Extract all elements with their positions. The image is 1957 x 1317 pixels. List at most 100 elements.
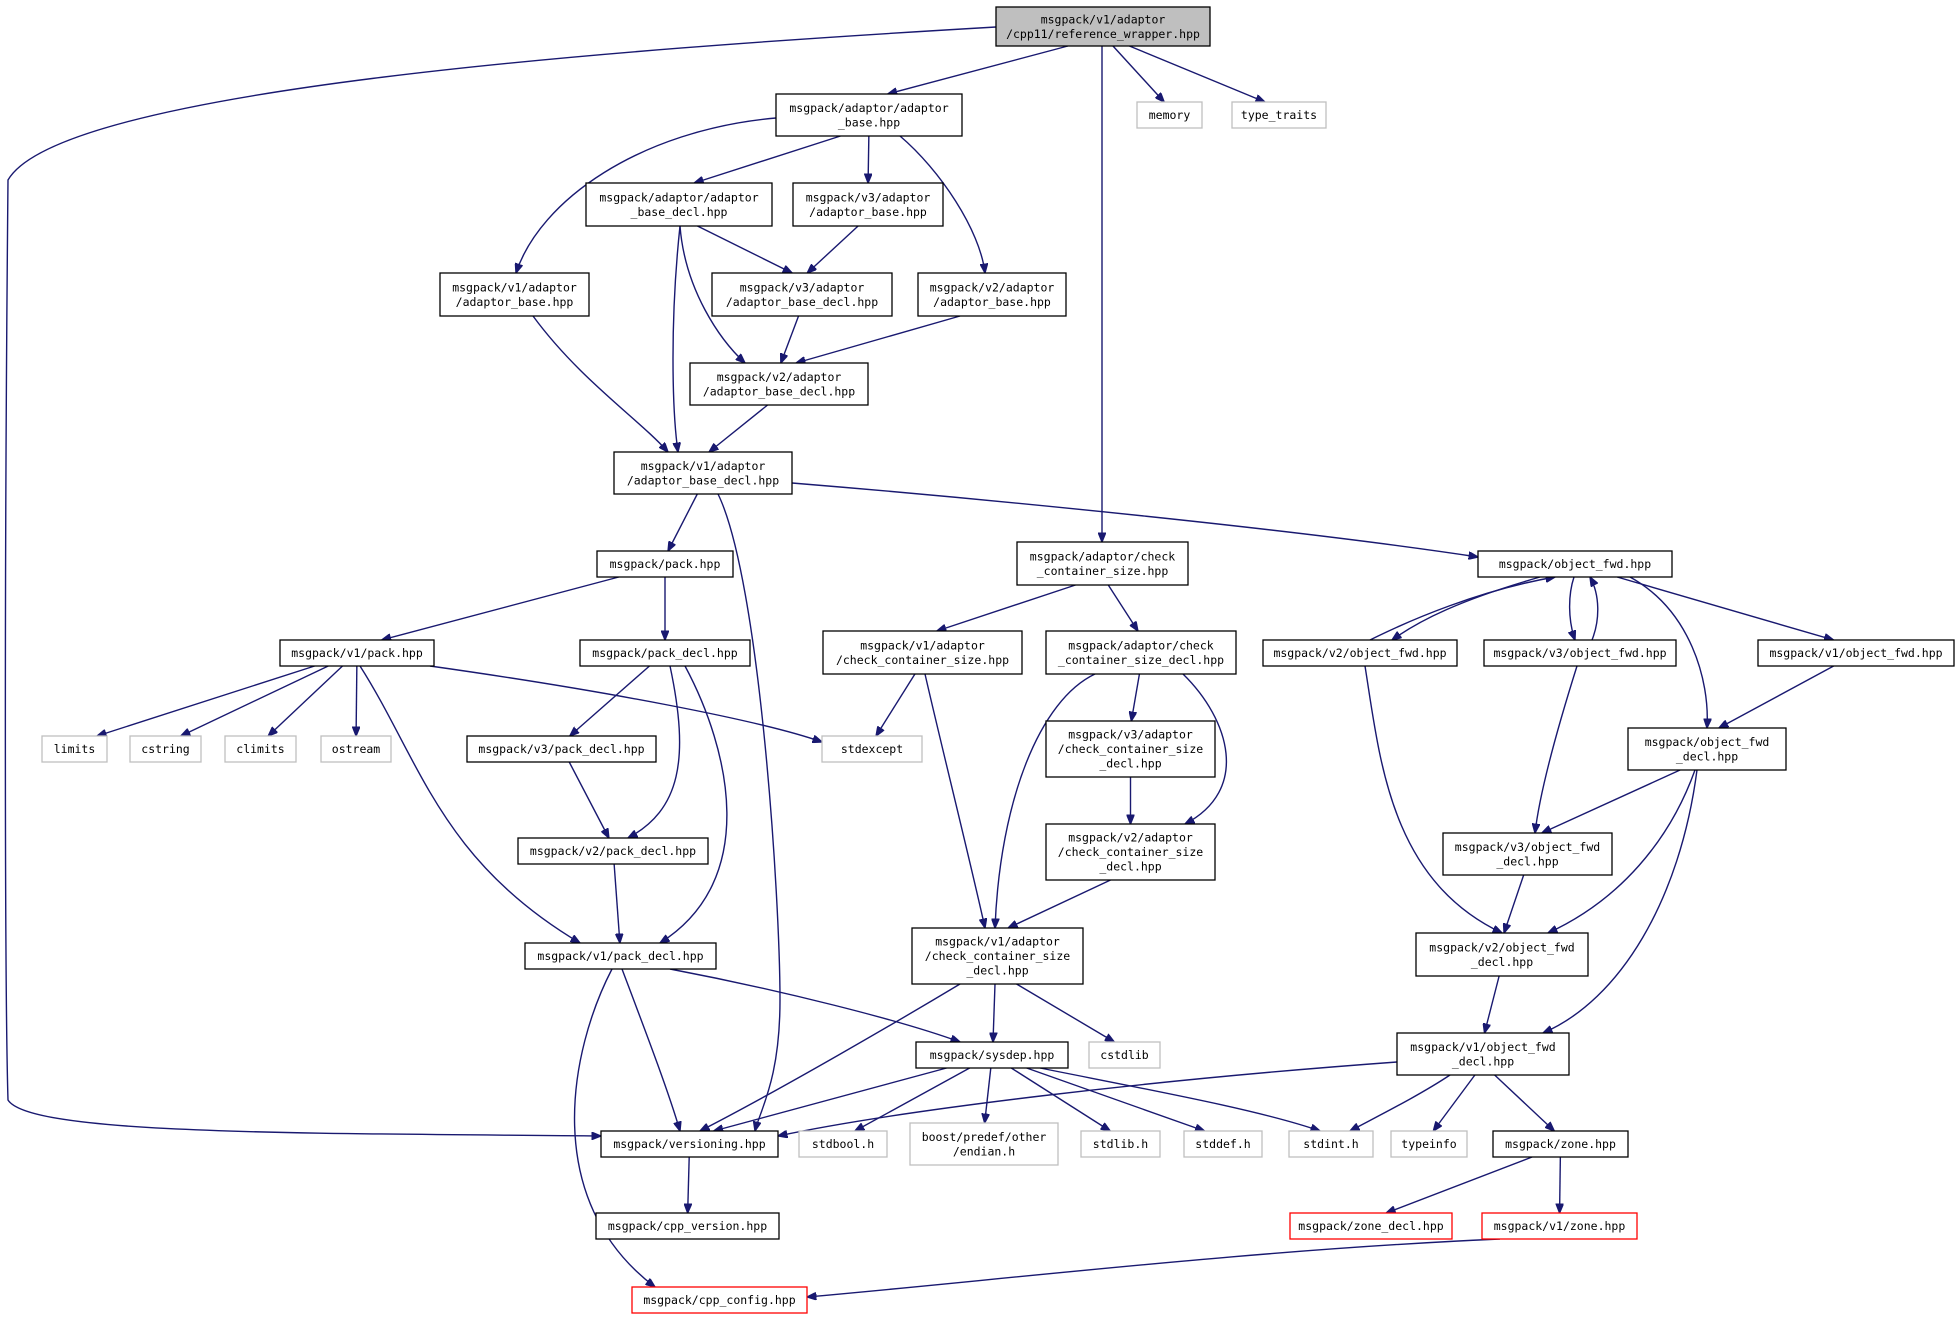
node-v2_pack_decl[interactable]: msgpack/v2/pack_decl.hpp	[517, 837, 709, 865]
node-v2_object_fwd[interactable]: msgpack/v2/object_fwd.hpp	[1262, 639, 1458, 667]
node-v1_check_container_size_decl[interactable]: msgpack/v1/adaptor/check_container_size_…	[911, 927, 1084, 985]
node-v1_pack[interactable]: msgpack/v1/pack.hpp	[279, 639, 435, 667]
node-v3_pack_decl[interactable]: msgpack/v3/pack_decl.hpp	[466, 735, 657, 763]
edge-sysdep-to-stdlib_h	[1010, 1067, 1110, 1131]
node-zone[interactable]: msgpack/zone.hpp	[1492, 1130, 1629, 1158]
node-label: stdbool.h	[812, 1137, 874, 1151]
node-label: msgpack/v3/object_fwd	[1455, 840, 1600, 854]
node-v1_check_container_size[interactable]: msgpack/v1/adaptor/check_container_size.…	[822, 630, 1023, 675]
node-label: msgpack/sysdep.hpp	[930, 1048, 1055, 1062]
edge-ref_wrapper-to-adaptor_base	[888, 45, 1069, 94]
node-versioning[interactable]: msgpack/versioning.hpp	[600, 1130, 779, 1158]
node-label: stdlib.h	[1093, 1137, 1148, 1151]
node-label: msgpack/v2/object_fwd.hpp	[1273, 646, 1446, 660]
node-layer: msgpack/v1/adaptor/cpp11/reference_wrapp…	[41, 6, 1955, 1314]
node-cstring: cstring	[129, 735, 202, 763]
node-box	[579, 639, 751, 667]
node-label: limits	[54, 742, 96, 756]
node-label: _base.hpp	[838, 115, 900, 129]
edge-adaptor_base-to-adaptor_base_decl	[694, 135, 841, 183]
node-v1_adaptor_base[interactable]: msgpack/v1/adaptor/adaptor_base.hpp	[439, 272, 590, 317]
node-box	[995, 6, 1211, 47]
node-v2_check_container_size_decl[interactable]: msgpack/v2/adaptor/check_container_size_…	[1045, 823, 1216, 881]
node-v2_object_fwd_decl[interactable]: msgpack/v2/object_fwd_decl.hpp	[1415, 932, 1589, 977]
node-climits: climits	[224, 735, 297, 763]
node-box	[1390, 1130, 1468, 1158]
node-box	[596, 550, 734, 578]
node-label: _decl.hpp	[1471, 955, 1533, 969]
node-check_container_size[interactable]: msgpack/adaptor/check_container_size.hpp	[1016, 541, 1189, 586]
node-cpp_version[interactable]: msgpack/cpp_version.hpp	[595, 1212, 780, 1240]
node-label: /check_container_size	[925, 949, 1070, 963]
node-box	[1483, 639, 1677, 667]
node-label: msgpack/cpp_config.hpp	[643, 1293, 795, 1307]
node-label: msgpack/v1/adaptor	[860, 638, 985, 652]
node-pack_decl[interactable]: msgpack/pack_decl.hpp	[579, 639, 751, 667]
node-cpp_config[interactable]: msgpack/cpp_config.hpp	[631, 1286, 808, 1314]
node-box	[129, 735, 202, 763]
edge-v1_object_fwd_decl-to-typeinfo	[1433, 1074, 1476, 1131]
node-zone_decl[interactable]: msgpack/zone_decl.hpp	[1289, 1212, 1453, 1240]
node-object_fwd_decl[interactable]: msgpack/object_fwd_decl.hpp	[1627, 727, 1787, 771]
node-label: cstdlib	[1100, 1048, 1149, 1062]
edge-object_fwd-to-v2_object_fwd	[1392, 576, 1541, 640]
node-label: stddef.h	[1195, 1137, 1250, 1151]
edge-sysdep-to-stdint_h	[1039, 1067, 1320, 1131]
edge-pack_decl-to-v3_pack_decl	[570, 665, 650, 736]
edge-sysdep-to-stddef_h	[1026, 1067, 1205, 1131]
node-box	[909, 1122, 1059, 1166]
edge-v1_object_fwd_decl-to-stdint_h	[1350, 1074, 1451, 1131]
node-label: _decl.hpp	[1496, 854, 1558, 868]
node-v3_adaptor_base_decl[interactable]: msgpack/v3/adaptor/adaptor_base_decl.hpp	[711, 272, 893, 317]
node-label: /adaptor_base_decl.hpp	[703, 384, 855, 398]
node-box	[1757, 639, 1955, 667]
node-label: cstring	[141, 742, 189, 756]
node-box	[822, 630, 1023, 675]
edge-v1_adaptor_base-to-v1_adaptor_base_decl	[532, 315, 668, 452]
node-box	[1477, 550, 1673, 578]
node-v1_zone[interactable]: msgpack/v1/zone.hpp	[1481, 1212, 1638, 1240]
node-label: climits	[236, 742, 284, 756]
node-label: _decl.hpp	[1099, 757, 1161, 771]
node-pack[interactable]: msgpack/pack.hpp	[596, 550, 734, 578]
node-label: msgpack/object_fwd	[1645, 735, 1770, 749]
node-v2_adaptor_base_decl[interactable]: msgpack/v2/adaptor/adaptor_base_decl.hpp	[689, 362, 869, 406]
edge-adaptor_base_decl-to-v2_adaptor_base_decl	[679, 225, 745, 363]
node-adaptor_base[interactable]: msgpack/adaptor/adaptor_base.hpp	[775, 93, 963, 137]
node-v1_adaptor_base_decl[interactable]: msgpack/v1/adaptor/adaptor_base_decl.hpp	[613, 451, 793, 495]
node-box	[1045, 720, 1216, 778]
node-object_fwd[interactable]: msgpack/object_fwd.hpp	[1477, 550, 1673, 578]
node-v1_object_fwd_decl[interactable]: msgpack/v1/object_fwd_decl.hpp	[1396, 1032, 1570, 1076]
edge-v1_pack_decl-to-sysdep	[669, 968, 960, 1042]
node-ref_wrapper[interactable]: msgpack/v1/adaptor/cpp11/reference_wrapp…	[995, 6, 1211, 47]
edge-v1_check_container_size_decl-to-sysdep	[993, 983, 995, 1042]
node-v1_object_fwd[interactable]: msgpack/v1/object_fwd.hpp	[1757, 639, 1955, 667]
node-v3_adaptor_base[interactable]: msgpack/v3/adaptor/adaptor_base.hpp	[792, 182, 944, 227]
node-v2_adaptor_base[interactable]: msgpack/v2/adaptor/adaptor_base.hpp	[917, 272, 1067, 317]
edge-zone-to-zone_decl	[1386, 1156, 1533, 1213]
node-sysdep[interactable]: msgpack/sysdep.hpp	[915, 1041, 1069, 1069]
node-box	[911, 927, 1084, 985]
node-stdbool_h: stdbool.h	[798, 1130, 888, 1158]
edge-object_fwd-to-v1_object_fwd	[1616, 576, 1833, 640]
node-box	[41, 735, 108, 763]
node-label: /endian.h	[953, 1144, 1015, 1158]
node-v3_object_fwd[interactable]: msgpack/v3/object_fwd.hpp	[1483, 639, 1677, 667]
node-label: msgpack/v3/adaptor	[1068, 728, 1193, 742]
node-stdexcept: stdexcept	[821, 735, 923, 763]
node-label: msgpack/v2/adaptor	[717, 370, 842, 384]
node-box	[1045, 823, 1216, 881]
edge-v2_object_fwd-to-v2_object_fwd_decl	[1364, 665, 1502, 933]
node-stdint_h: stdint.h	[1288, 1130, 1374, 1158]
node-box	[517, 837, 709, 865]
node-label: typeinfo	[1401, 1137, 1456, 1151]
node-check_container_size_decl[interactable]: msgpack/adaptor/check_container_size_dec…	[1045, 630, 1237, 675]
node-label: msgpack/zone_decl.hpp	[1298, 1219, 1443, 1233]
node-adaptor_base_decl[interactable]: msgpack/adaptor/adaptor_base_decl.hpp	[585, 182, 773, 227]
node-label: ostream	[332, 742, 381, 756]
node-v1_pack_decl[interactable]: msgpack/v1/pack_decl.hpp	[524, 942, 717, 970]
edge-v3_adaptor_base_decl-to-v2_adaptor_base_decl	[781, 315, 800, 363]
node-label: /check_container_size	[1058, 845, 1203, 859]
node-v3_check_container_size_decl[interactable]: msgpack/v3/adaptor/check_container_size_…	[1045, 720, 1216, 778]
node-v3_object_fwd_decl[interactable]: msgpack/v3/object_fwd_decl.hpp	[1442, 832, 1613, 876]
